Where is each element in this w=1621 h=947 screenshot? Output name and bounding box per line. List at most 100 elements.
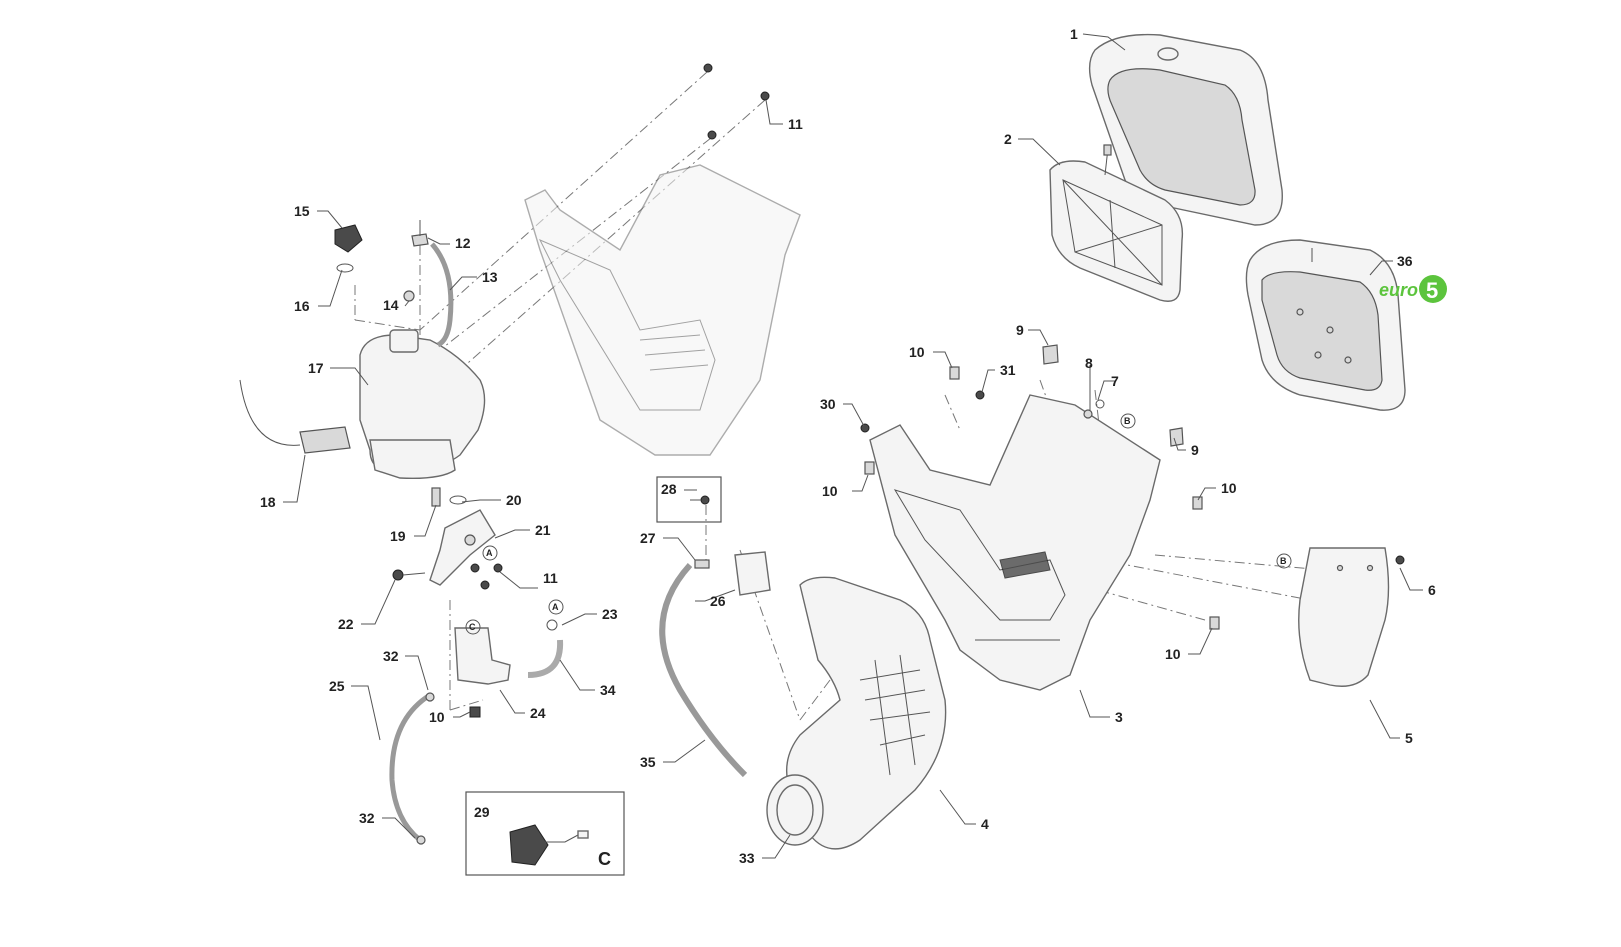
ref-marker-c-1: C (465, 619, 481, 635)
callout-28: 28 (661, 481, 677, 497)
part-20-o-ring (449, 495, 467, 505)
detail-box-c-label: C (598, 849, 611, 869)
callout-17: 17 (308, 360, 324, 376)
part-24-valve (454, 627, 511, 685)
part-8-washer (1083, 409, 1093, 419)
part-29-connector (509, 824, 589, 866)
callout-10-mid: 10 (822, 483, 838, 499)
euro5-badge-text: euro (1379, 280, 1418, 300)
ref-marker-b-1: B (1120, 413, 1136, 429)
callout-33: 33 (739, 850, 755, 866)
ref-marker-a-2: A (548, 599, 564, 615)
callout-19: 19 (390, 528, 406, 544)
part-30-screw (860, 423, 870, 433)
part-11-screws-lower (470, 563, 503, 590)
part-21-bracket (429, 509, 496, 586)
svg-text:C: C (469, 622, 476, 632)
part-10-nuts (864, 366, 1220, 630)
detail-box-28 (656, 476, 722, 523)
callout-15: 15 (294, 203, 310, 219)
part-7-washer (1095, 399, 1105, 409)
detail-box-c (465, 791, 625, 876)
callout-31: 31 (1000, 362, 1016, 378)
part-28-bolt (690, 495, 710, 505)
part-19-bolt (431, 487, 441, 507)
callout-30: 30 (820, 396, 836, 412)
callout-9-upper: 9 (1016, 322, 1024, 338)
callout-25: 25 (329, 678, 345, 694)
part-35-hose (659, 562, 748, 778)
callout-4: 4 (981, 816, 989, 832)
part-6-screw (1395, 555, 1405, 565)
callout-10-left: 10 (429, 709, 445, 725)
part-26-connector (734, 551, 771, 596)
callout-16: 16 (294, 298, 310, 314)
callout-23: 23 (602, 606, 618, 622)
callout-3: 3 (1115, 709, 1123, 725)
svg-text:B: B (1124, 416, 1131, 426)
part-3-airbox-housing (869, 394, 1161, 691)
callout-10-right: 10 (1221, 480, 1237, 496)
part-31-screw (975, 390, 985, 400)
callout-10-lower: 10 (1165, 646, 1181, 662)
part-15-cap (334, 224, 363, 253)
callout-18: 18 (260, 494, 276, 510)
callout-29: 29 (474, 804, 490, 820)
callout-21: 21 (535, 522, 551, 538)
callout-22: 22 (338, 616, 354, 632)
callout-7: 7 (1111, 373, 1119, 389)
callout-labels: 1 2 3 4 5 6 7 8 9 9 10 10 10 10 10 11 11… (260, 26, 1436, 866)
callout-27: 27 (640, 530, 656, 546)
part-34-hose (527, 639, 564, 678)
airbox-housing-upper (524, 164, 801, 456)
part-25-hose (389, 692, 432, 842)
part-9-nuts (1042, 344, 1184, 447)
part-17-reservoir-tank (359, 329, 486, 480)
part-16-o-ring (336, 263, 354, 273)
svg-text:A: A (486, 548, 493, 558)
part-11-screws-upper (703, 63, 770, 140)
part-5-mud-flap (1298, 547, 1390, 687)
callout-12: 12 (455, 235, 471, 251)
callout-34: 34 (600, 682, 616, 698)
part-12-fitting (411, 220, 429, 247)
part-2-filter-element (1049, 144, 1184, 302)
callout-8: 8 (1085, 355, 1093, 371)
ref-marker-a-1: A (482, 545, 498, 561)
part-32-clips (416, 692, 435, 845)
part-36-filter-euro5 (1245, 239, 1406, 411)
part-18-sensor (239, 379, 351, 454)
callout-24: 24 (530, 705, 546, 721)
euro5-badge-circle (1419, 275, 1447, 303)
part-13-hose (430, 242, 454, 348)
callout-5: 5 (1405, 730, 1413, 746)
svg-text:B: B (1280, 556, 1287, 566)
callout-36: 36 (1397, 253, 1413, 269)
part-10-nuts-left (469, 706, 481, 718)
part-23-clamp (546, 619, 558, 631)
callout-1: 1 (1070, 26, 1078, 42)
part-1-airbox-cover (1088, 33, 1283, 226)
callout-9-right: 9 (1191, 442, 1199, 458)
part-4-intake-duct (766, 576, 947, 850)
callout-26: 26 (710, 593, 726, 609)
callout-32-lower: 32 (359, 810, 375, 826)
svg-text:A: A (552, 602, 559, 612)
part-14-washer (403, 290, 415, 302)
callout-14: 14 (383, 297, 399, 313)
ref-marker-b-2: B (1276, 553, 1292, 569)
callout-20: 20 (506, 492, 522, 508)
part-22-screw (392, 569, 426, 581)
part-27-fitting (694, 559, 710, 569)
callout-6: 6 (1428, 582, 1436, 598)
callout-11-lower: 11 (543, 570, 558, 586)
euro5-badge-number: 5 (1426, 278, 1438, 303)
callout-35: 35 (640, 754, 656, 770)
leader-lines (283, 33, 1423, 859)
callout-10-upper: 10 (909, 344, 925, 360)
euro5-badge: euro 5 (1379, 275, 1447, 303)
callout-32-upper: 32 (383, 648, 399, 664)
callout-13: 13 (482, 269, 498, 285)
callout-11-top: 11 (788, 116, 803, 132)
